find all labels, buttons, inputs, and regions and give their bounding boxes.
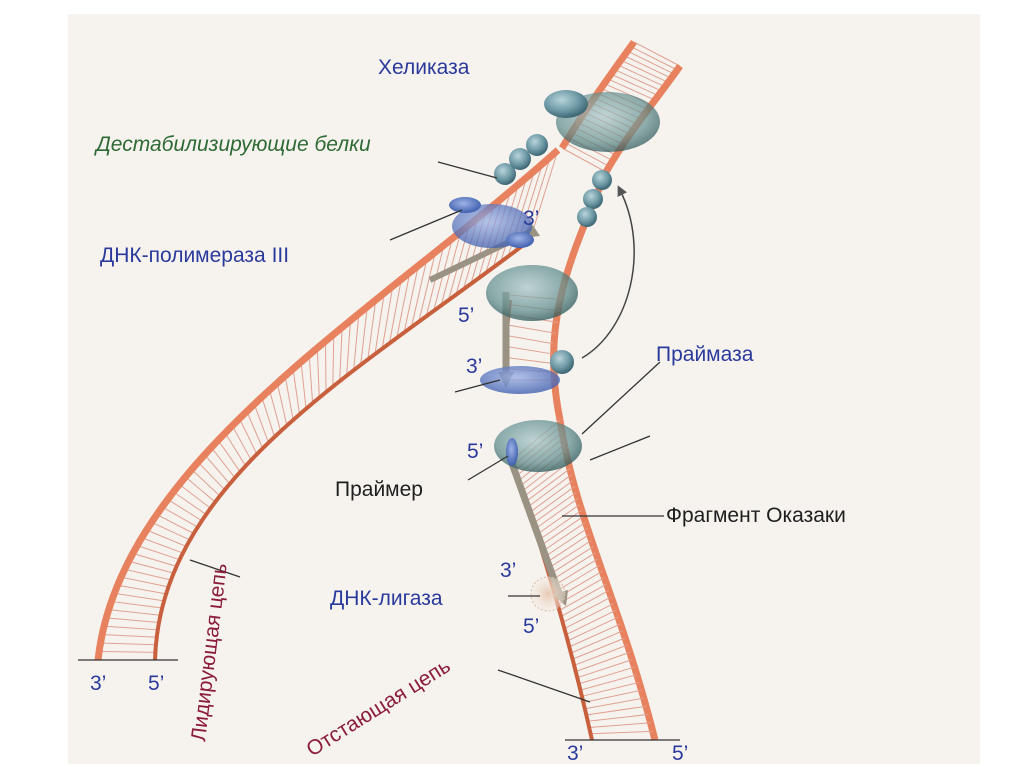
pol3-label: ДНК-полимераза III <box>100 244 289 267</box>
leading-end-5: 5’ <box>148 672 164 695</box>
end-3-mid: 3’ <box>466 355 482 378</box>
end-5-upper: 5’ <box>458 304 474 327</box>
end-3-ligase: 3’ <box>500 559 516 582</box>
end-5-ligase: 5’ <box>523 615 539 638</box>
leading-end-3: 3’ <box>90 672 106 695</box>
primase-protein <box>550 350 574 374</box>
primer-block <box>506 438 518 466</box>
ssb-protein <box>592 170 612 190</box>
ligase-label: ДНК-лигаза <box>330 587 443 610</box>
lagging-end-5: 5’ <box>672 742 688 765</box>
dna-ligase <box>531 577 565 611</box>
helicase-label: Хеликаза <box>378 56 470 79</box>
ssb-protein <box>526 134 548 156</box>
primase-label: Праймаза <box>656 343 754 366</box>
lagging-polymerase <box>486 265 578 321</box>
ssb-label: Дестабилизирующие белки <box>94 133 371 156</box>
polymerase-clamp <box>449 197 481 213</box>
lagging-clamp <box>480 366 560 394</box>
ssb-protein <box>583 189 603 209</box>
okazaki-label: Фрагмент Оказаки <box>666 504 846 527</box>
end-5-lower: 5’ <box>467 440 483 463</box>
ssb-protein <box>577 207 597 227</box>
helicase-cap <box>544 90 588 118</box>
lagging-end-3: 3’ <box>567 742 583 765</box>
end-3-pol3: 3’ <box>523 207 539 230</box>
polymerase-clamp <box>506 232 534 248</box>
ssb-protein <box>509 148 531 170</box>
primer-label: Праймер <box>335 478 423 501</box>
